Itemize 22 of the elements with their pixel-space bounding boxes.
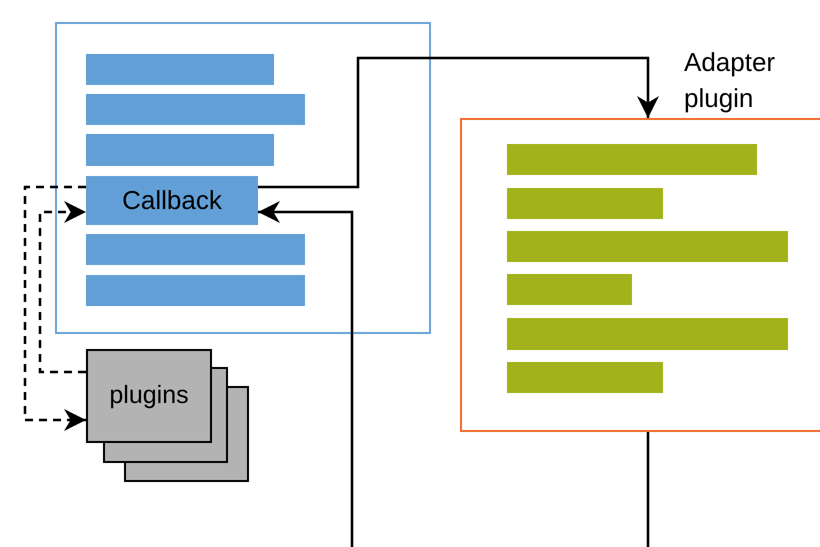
- bar-block: [86, 134, 274, 166]
- bar-block: [86, 54, 274, 85]
- stacked-plugin-boxes: [86, 349, 249, 482]
- bar-block: [507, 231, 788, 262]
- node-label: Callback: [122, 184, 222, 217]
- bar-block: [507, 362, 663, 393]
- callback-bar: [86, 176, 258, 225]
- container-heading: Adapter plugin: [684, 46, 776, 115]
- bar-block: [86, 275, 305, 306]
- arrow: [258, 201, 354, 547]
- bar-block: [507, 274, 632, 305]
- arrow: [258, 56, 659, 188]
- bar-block: [86, 234, 305, 265]
- arrow: [24, 186, 86, 431]
- connector-line: [646, 432, 650, 547]
- node-label: plugins: [109, 380, 189, 412]
- bar-block: [507, 188, 663, 219]
- bar-block: [507, 318, 788, 350]
- bar-block: [507, 144, 757, 175]
- container-box: [55, 22, 431, 334]
- bar-block: [86, 94, 305, 125]
- arrow: [38, 201, 86, 374]
